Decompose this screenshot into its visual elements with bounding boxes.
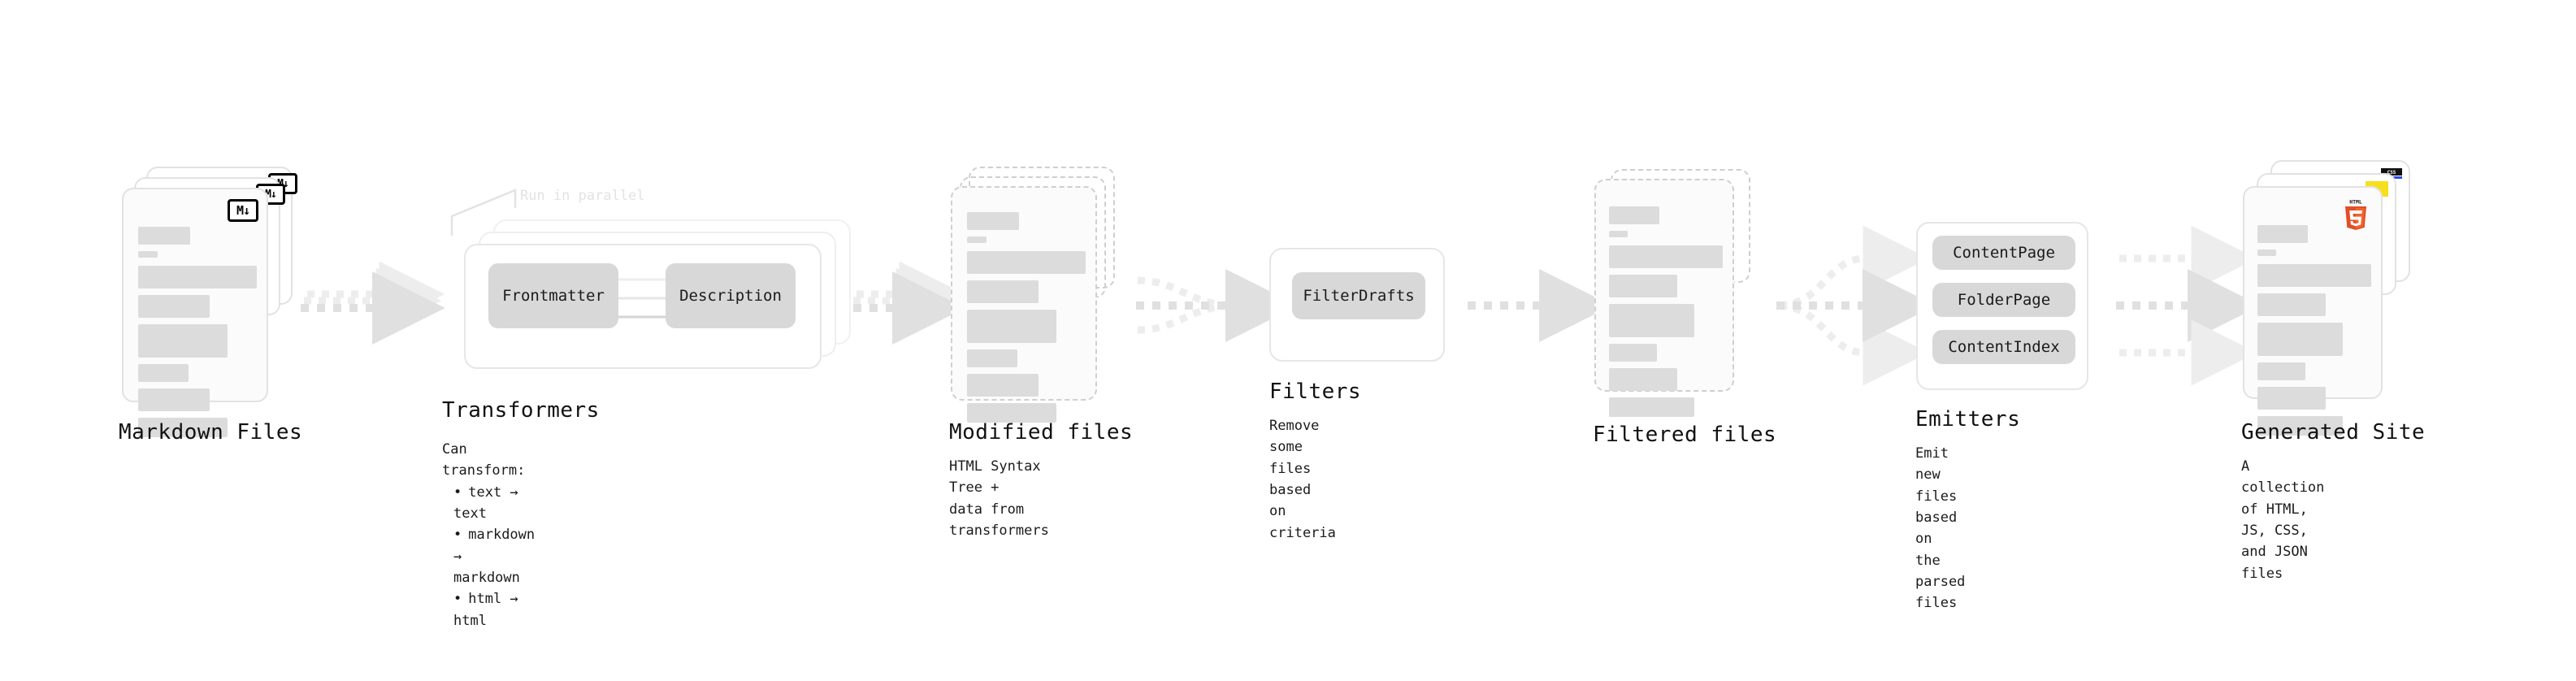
- chip-description[interactable]: Description: [666, 263, 796, 328]
- run-in-parallel-label: Run in parallel: [520, 188, 645, 204]
- connector-markdown-to-transformers: [301, 261, 445, 345]
- page-title-markdown-files: Markdown Files: [119, 420, 303, 445]
- connector-emitters-to-site: [2116, 225, 2261, 386]
- page-title-filtered-files: Filtered files: [1593, 423, 1777, 447]
- doc-skeleton: [967, 212, 1086, 423]
- list-item: html → html: [453, 588, 535, 631]
- doc-skeleton: [138, 227, 257, 437]
- filtered-file-stack: [1594, 169, 1765, 417]
- markdown-doc-front: M↓: [122, 188, 268, 437]
- subtitle-filters: Remove some files based on criteria: [1269, 418, 1336, 541]
- generated-doc-html: HTML: [2243, 186, 2383, 436]
- transformers-bullets: Can transform: text → text markdown → ma…: [442, 439, 535, 631]
- bullets-heading: Can transform:: [442, 441, 526, 479]
- doc-skeleton: [1609, 206, 1723, 417]
- generated-file-stack: CSS HTML: [2243, 160, 2413, 436]
- page-title-emitters: Emitters: [1915, 407, 2021, 432]
- modified-doc-front: [951, 186, 1097, 423]
- page-title-filters: Filters: [1269, 380, 1362, 404]
- list-item: markdown → markdown: [453, 524, 535, 588]
- run-in-parallel-bracket: [450, 189, 517, 236]
- chip-contentindex[interactable]: ContentIndex: [1932, 330, 2075, 364]
- doc-skeleton: [2257, 225, 2371, 436]
- page-title-generated-site: Generated Site: [2241, 420, 2426, 445]
- connector-filtered-to-emitters: [1776, 225, 1936, 386]
- emitters-frame: ContentPage FolderPage ContentIndex: [1916, 222, 2088, 390]
- markdown-file-stack: M↓ M↓ M↓: [122, 167, 297, 437]
- markdown-icon: M↓: [228, 199, 258, 222]
- page-title-transformers: Transformers: [442, 398, 600, 423]
- chip-contentpage[interactable]: ContentPage: [1932, 236, 2075, 270]
- svg-text:CSS: CSS: [2387, 170, 2396, 176]
- subtitle-generated-site: A collection of HTML, JS, CSS, and JSON …: [2241, 458, 2325, 582]
- subtitle-modified-files: HTML Syntax Tree + data from transformer…: [949, 458, 1049, 540]
- chip-filterdrafts[interactable]: FilterDrafts: [1292, 272, 1425, 319]
- chip-frontmatter[interactable]: Frontmatter: [488, 263, 618, 328]
- subtitle-emitters: Emit new files based on the parsed files: [1915, 445, 1966, 612]
- modified-file-stack: [951, 167, 1121, 423]
- connector-modified-to-filters: [1136, 269, 1299, 342]
- filters-frame: FilterDrafts: [1269, 248, 1445, 362]
- list-item: text → text: [453, 482, 535, 525]
- filtered-doc-front: [1594, 179, 1734, 417]
- transform-list: text → text markdown → markdown html → h…: [442, 482, 535, 631]
- chip-folderpage[interactable]: FolderPage: [1932, 283, 2075, 317]
- page-title-modified-files: Modified files: [949, 420, 1134, 445]
- html5-icon: HTML: [2342, 197, 2370, 230]
- transformer-frame-front: Frontmatter Description: [464, 244, 822, 369]
- svg-text:HTML: HTML: [2349, 199, 2362, 206]
